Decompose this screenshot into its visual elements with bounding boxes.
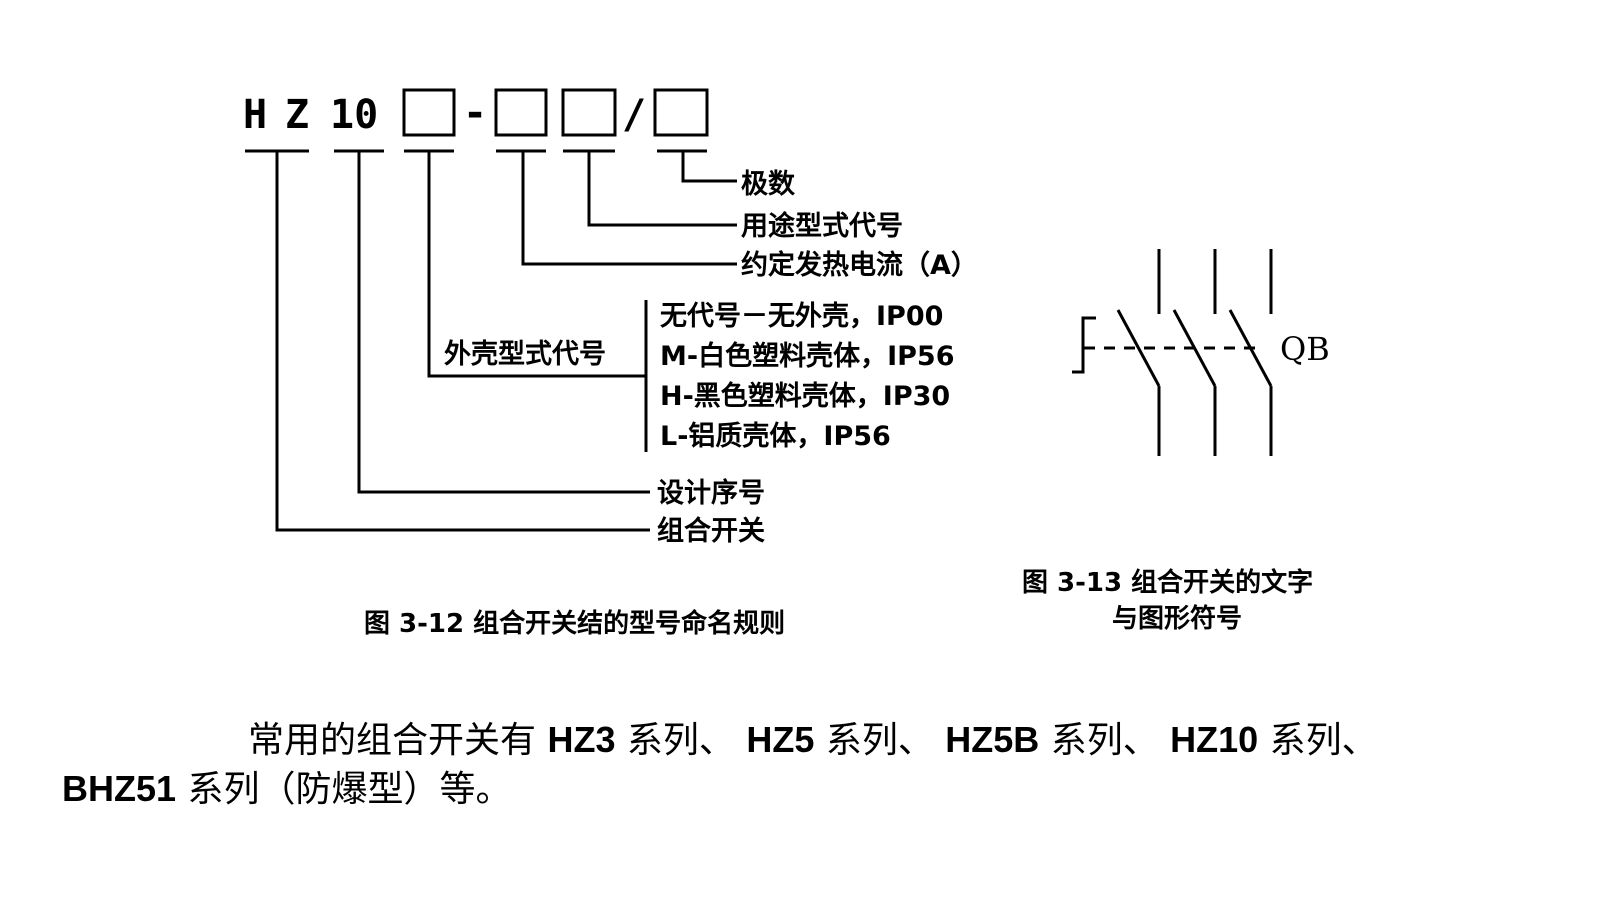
placeholder-box-enclosure — [402, 88, 456, 137]
caption-fig-3-12: 图 3-12 组合开关结的型号命名规则 — [364, 609, 786, 639]
leader-poles — [681, 151, 737, 183]
code-letter-h: H — [243, 92, 267, 138]
operating-handle — [1072, 316, 1096, 374]
caption-fig-3-13-line2: 与图形符号 — [1112, 604, 1243, 634]
switch-symbol — [1072, 249, 1273, 456]
paragraph-text: 系列、 — [814, 720, 946, 761]
paragraph-text: 系列、 — [1258, 720, 1378, 761]
code-dash: - — [463, 90, 487, 136]
leader-lines — [275, 151, 737, 532]
symbol-label-qb: QB — [1280, 330, 1330, 368]
leader-enclosure — [427, 151, 646, 378]
paragraph-text: 系列（防爆型）等。 — [176, 769, 512, 810]
enclosure-option-m: M-白色塑料壳体，IP56 — [660, 340, 954, 372]
code-letter-z: Z — [285, 92, 309, 138]
label-rated-current: 约定发热电流（A） — [741, 249, 978, 281]
code-slash: / — [622, 92, 646, 138]
code-number-10: 10 — [330, 92, 378, 138]
label-design-serial: 设计序号 — [657, 477, 765, 509]
series-bhz51: BHZ51 — [62, 768, 177, 809]
body-paragraph: 常用的组合开关有 HZ3 系列、 HZ5 系列、 HZ5B 系列、 HZ10 系… — [62, 716, 1392, 814]
series-hz5: HZ5 — [746, 719, 815, 760]
label-poles: 极数 — [741, 169, 796, 200]
series-hz5b: HZ5B — [945, 719, 1040, 760]
leader-combination-switch — [275, 151, 650, 532]
leader-design-serial — [357, 151, 650, 494]
paragraph-text: 系列、 — [615, 720, 747, 761]
label-usage-type: 用途型式代号 — [741, 210, 903, 242]
placeholder-box-usage — [561, 88, 617, 137]
enclosure-option-h: H-黑色塑料壳体，IP30 — [660, 380, 950, 412]
placeholder-box-poles — [653, 88, 709, 137]
series-hz10: HZ10 — [1170, 719, 1259, 760]
series-hz3: HZ3 — [547, 719, 616, 760]
enclosure-option-none: 无代号－无外壳，IP00 — [660, 301, 943, 332]
placeholder-box-current — [494, 88, 548, 137]
enclosure-option-l: L-铝质壳体，IP56 — [660, 421, 891, 452]
paragraph-text: 常用的组合开关有 — [248, 720, 548, 761]
label-combination-switch: 组合开关 — [657, 515, 765, 547]
leader-current — [521, 151, 737, 266]
contact-blade-1 — [1116, 309, 1161, 387]
caption-fig-3-13-line1: 图 3-13 组合开关的文字 — [1022, 568, 1314, 598]
paragraph-text: 系列、 — [1039, 720, 1171, 761]
label-enclosure-type: 外壳型式代号 — [444, 339, 606, 370]
leader-usage — [587, 151, 737, 227]
